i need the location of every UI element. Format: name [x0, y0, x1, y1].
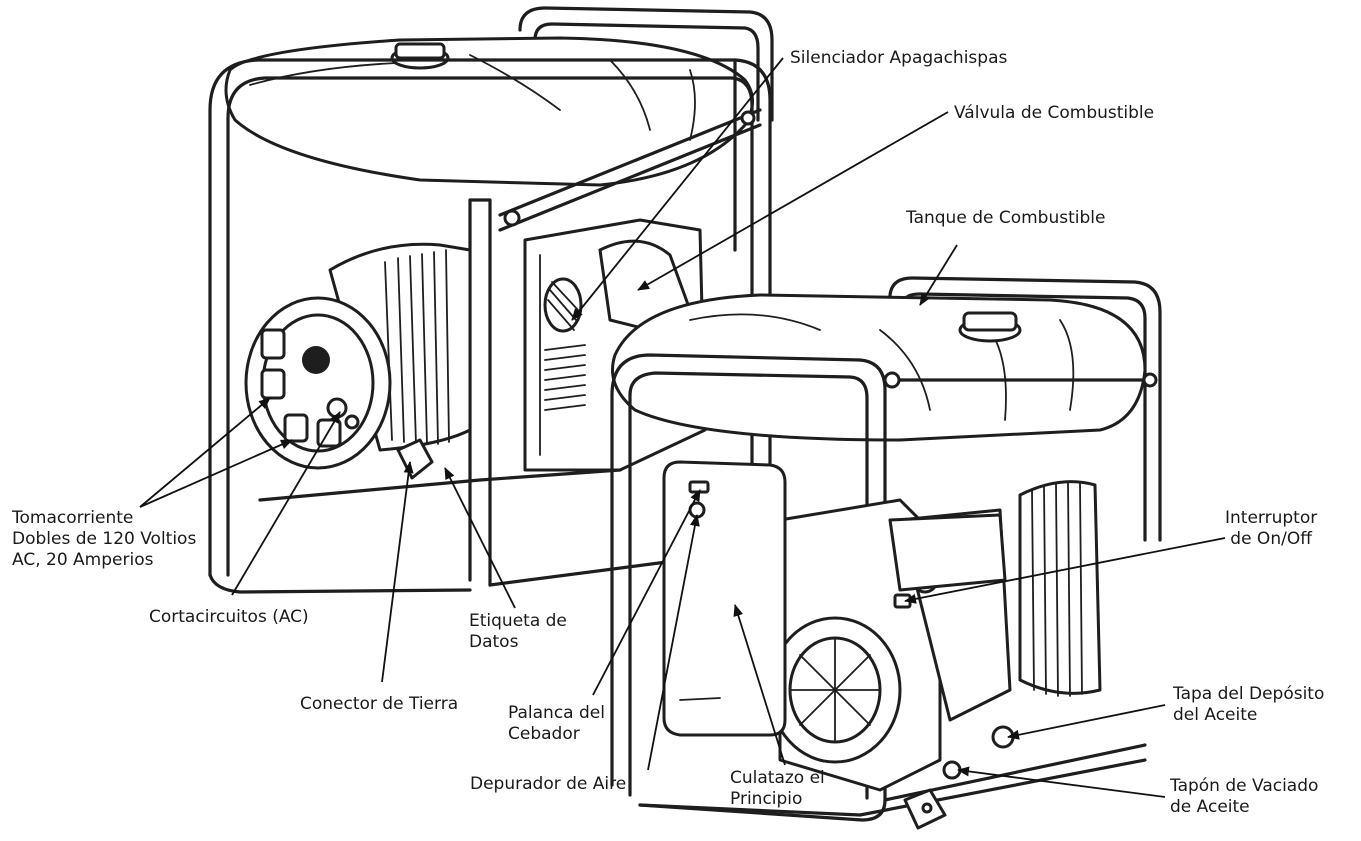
label-culatazo: Culatazo el Principio [730, 768, 825, 810]
label-silenciador-line1: Silenciador Apagachispas [790, 48, 1008, 68]
label-valvula-line1: Válvula de Combustible [954, 103, 1155, 123]
label-tapon-vaciado-line2: de Aceite [1170, 797, 1250, 817]
label-valvula: Válvula de Combustible [954, 103, 1154, 124]
label-conector-tierra: Conector de Tierra [300, 694, 458, 715]
label-etiqueta-datos: Etiqueta de Datos [469, 611, 567, 653]
label-tomacorriente-line2: Dobles de 120 Voltios [12, 529, 197, 549]
leader-lines [139, 57, 1226, 798]
label-culatazo-line1: Culatazo el [730, 768, 825, 788]
label-palanca-line2: Cebador [508, 724, 580, 744]
label-tapa-deposito-line1: Tapa del Depósito [1173, 684, 1325, 704]
label-tanque: Tanque de Combustible [906, 208, 1105, 229]
label-palanca: Palanca del Cebador [508, 703, 605, 745]
label-conector-tierra-line1: Conector de Tierra [300, 694, 459, 714]
label-culatazo-line2: Principio [730, 789, 803, 809]
label-interruptor: Interruptor de On/Off [1225, 508, 1317, 550]
label-tomacorriente-line1: Tomacorriente [12, 508, 134, 528]
label-tanque-line1: Tanque de Combustible [906, 208, 1106, 228]
label-depurador-line1: Depurador de Aire [470, 774, 627, 794]
label-tapon-vaciado-line1: Tapón de Vaciado [1170, 776, 1319, 796]
label-tomacorriente: Tomacorriente Dobles de 120 Voltios AC, … [12, 508, 196, 571]
front-generator [610, 276, 1162, 830]
label-silenciador: Silenciador Apagachispas [790, 48, 1007, 69]
label-interruptor-line2: de On/Off [1230, 529, 1312, 549]
label-tomacorriente-line3: AC, 20 Amperios [12, 550, 154, 570]
label-cortacircuitos-line1: Cortacircuitos (AC) [149, 607, 309, 627]
label-cortacircuitos: Cortacircuitos (AC) [149, 607, 309, 628]
label-tapon-vaciado: Tapón de Vaciado de Aceite [1170, 776, 1318, 818]
label-tapa-deposito: Tapa del Depósito del Aceite [1173, 684, 1324, 726]
label-interruptor-line1: Interruptor [1225, 508, 1318, 528]
label-depurador: Depurador de Aire [470, 774, 626, 795]
label-etiqueta-datos-line2: Datos [469, 632, 519, 652]
label-etiqueta-datos-line1: Etiqueta de [469, 611, 567, 631]
label-palanca-line1: Palanca del [508, 703, 605, 723]
label-tapa-deposito-line2: del Aceite [1173, 705, 1258, 725]
